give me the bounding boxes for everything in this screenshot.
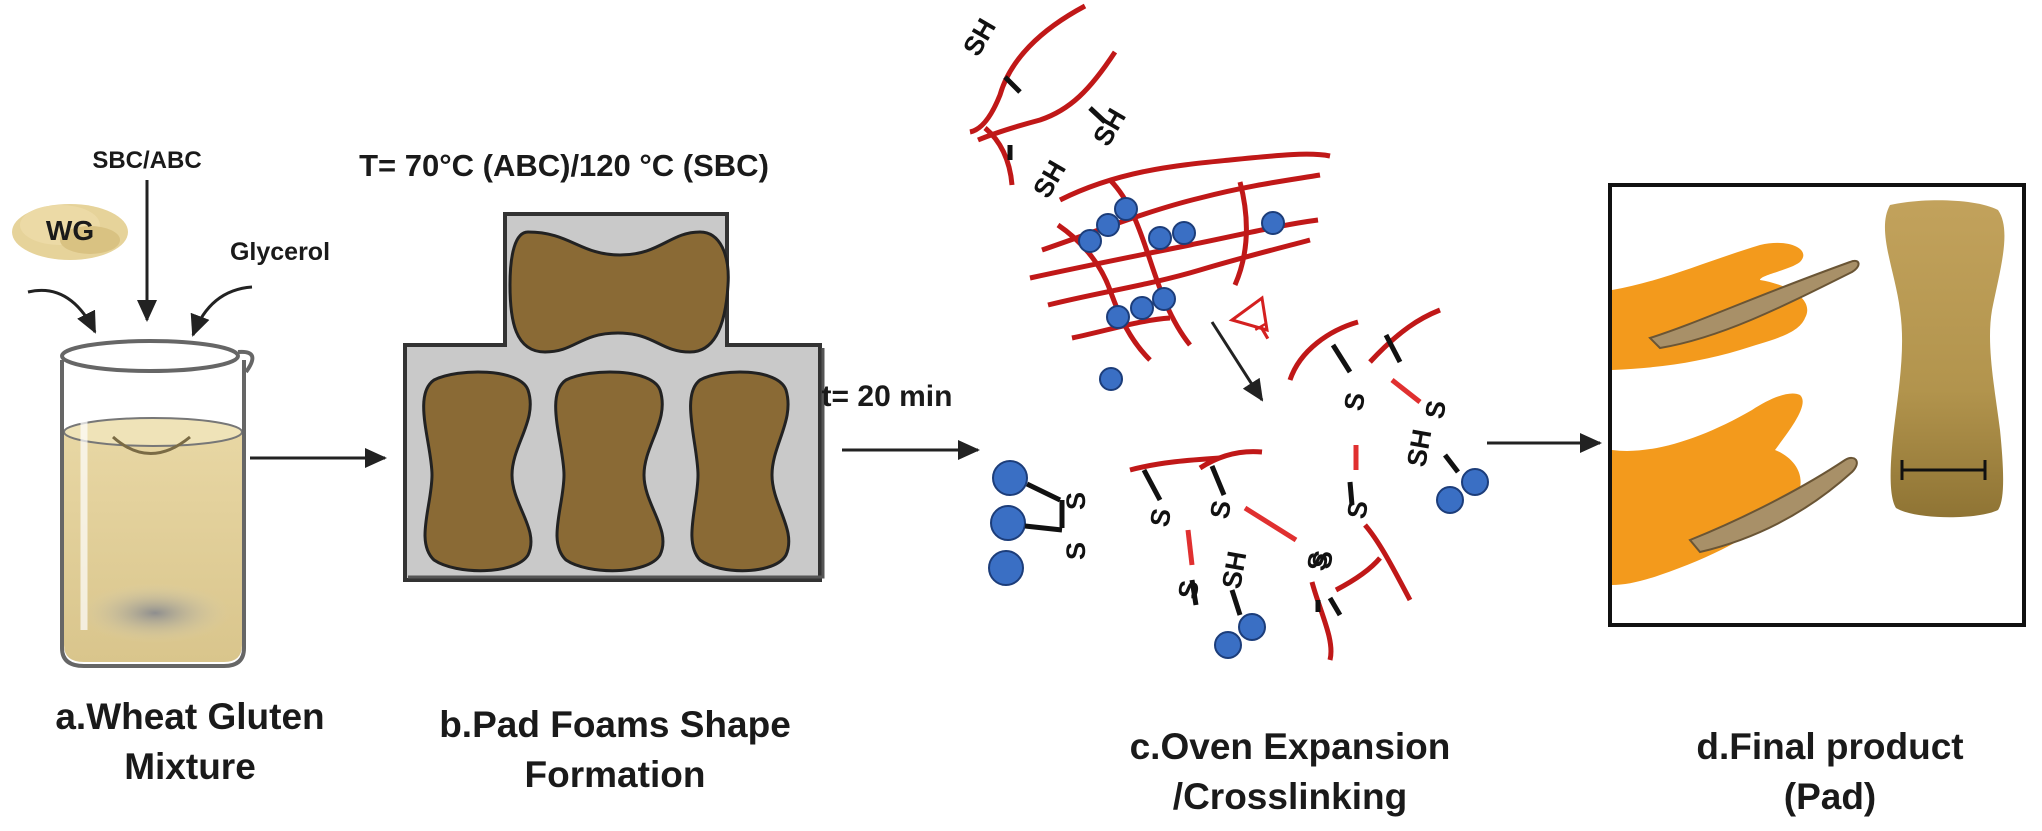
bonds-right: [1327, 333, 1460, 617]
stage-a-mixture: WG SBC/ABC Glycerol: [12, 147, 330, 668]
wg-powder-pile: [12, 204, 128, 260]
disulfide-bridges-right: [1353, 378, 1422, 470]
arrow-wg: [27, 288, 97, 334]
foam-pad-left: [422, 370, 533, 573]
caption-b-line2: Formation: [524, 754, 706, 795]
caption-b-line1: b.Pad Foams Shape: [439, 704, 791, 745]
scale-bar: [1900, 460, 1987, 480]
sulfur-r3: S: [1341, 498, 1374, 521]
disulfide-bridges-bottom: [1185, 505, 1298, 566]
thiol-b4: SH: [1216, 549, 1252, 591]
sulfur-b1: S: [1144, 506, 1177, 529]
blowing-agent-label: SBC/ABC: [92, 147, 201, 174]
temperature-label: T= 70°C (ABC)/120 °C (SBC): [359, 148, 769, 183]
glycerol-label: Glycerol: [230, 238, 330, 266]
stage-c-crosslinking: SH SH SH T: [957, 3, 1489, 661]
sulfur-b3: S: [1172, 578, 1205, 601]
sulfur-r5: S: [1306, 548, 1339, 571]
sulfur-l1: S: [1061, 492, 1091, 510]
caption-c-line1: c.Oven Expansion: [1129, 726, 1451, 767]
heat-arrow: [1210, 321, 1264, 402]
arrow-glycerol: [190, 285, 253, 337]
crosslinked-chains-right: [1287, 307, 1441, 602]
gas-bubbles-bottom: [1214, 613, 1266, 659]
wg-label: WG: [46, 215, 94, 246]
sulfur-r2: S: [1419, 398, 1452, 421]
caption-a-line2: Mixture: [124, 746, 256, 787]
caption-stage-b: b.Pad Foams Shape Formation: [430, 700, 800, 800]
gas-bubbles-right: [1436, 468, 1489, 514]
hand-bottom: [1612, 393, 1858, 585]
sulfur-b5: S: [1301, 550, 1334, 573]
caption-c-line2: /Crosslinking: [1172, 776, 1408, 817]
gluten-chains-with-thiols: [969, 3, 1118, 186]
bubble-cluster-left: [988, 460, 1028, 586]
sulfur-l2: S: [1061, 542, 1091, 560]
caption-d-line1: d.Final product: [1696, 726, 1964, 767]
bonds-left-cluster: [1024, 481, 1065, 533]
heat-delta-icon: T: [1228, 295, 1277, 347]
caption-stage-d: d.Final product (Pad): [1680, 722, 1980, 822]
thiol-bonds: [1003, 75, 1107, 160]
mold-shadow: [408, 348, 825, 579]
hand-top: [1612, 242, 1860, 370]
stage-b-mold: T= 70°C (ABC)/120 °C (SBC): [359, 148, 825, 582]
beaker: [60, 339, 255, 668]
caption-a-line1: a.Wheat Gluten: [55, 696, 325, 737]
foam-pad-right: [689, 370, 791, 573]
stage-d-final-product: [1608, 183, 2026, 627]
gas-bubbles: [1078, 197, 1285, 391]
caption-d-line2: (Pad): [1783, 776, 1877, 817]
heat-symbol: T: [1252, 318, 1277, 347]
caption-stage-c: c.Oven Expansion /Crosslinking: [1120, 722, 1460, 822]
foam-pad-top: [508, 230, 730, 354]
gluten-network: [1029, 151, 1331, 362]
foam-pad-middle: [554, 370, 665, 573]
sulfur-r1: S: [1338, 390, 1371, 413]
thiol-r4: SH: [1401, 427, 1437, 469]
crosslinked-chains-bottom: [1129, 449, 1334, 661]
caption-stage-a: a.Wheat Gluten Mixture: [40, 692, 340, 792]
thiol-label-1: SH: [957, 14, 1002, 61]
bonds-bottom: [1141, 465, 1321, 616]
sulfur-b2: S: [1204, 498, 1237, 521]
final-pad: [1884, 200, 2005, 518]
time-label: t= 20 min: [822, 380, 953, 413]
